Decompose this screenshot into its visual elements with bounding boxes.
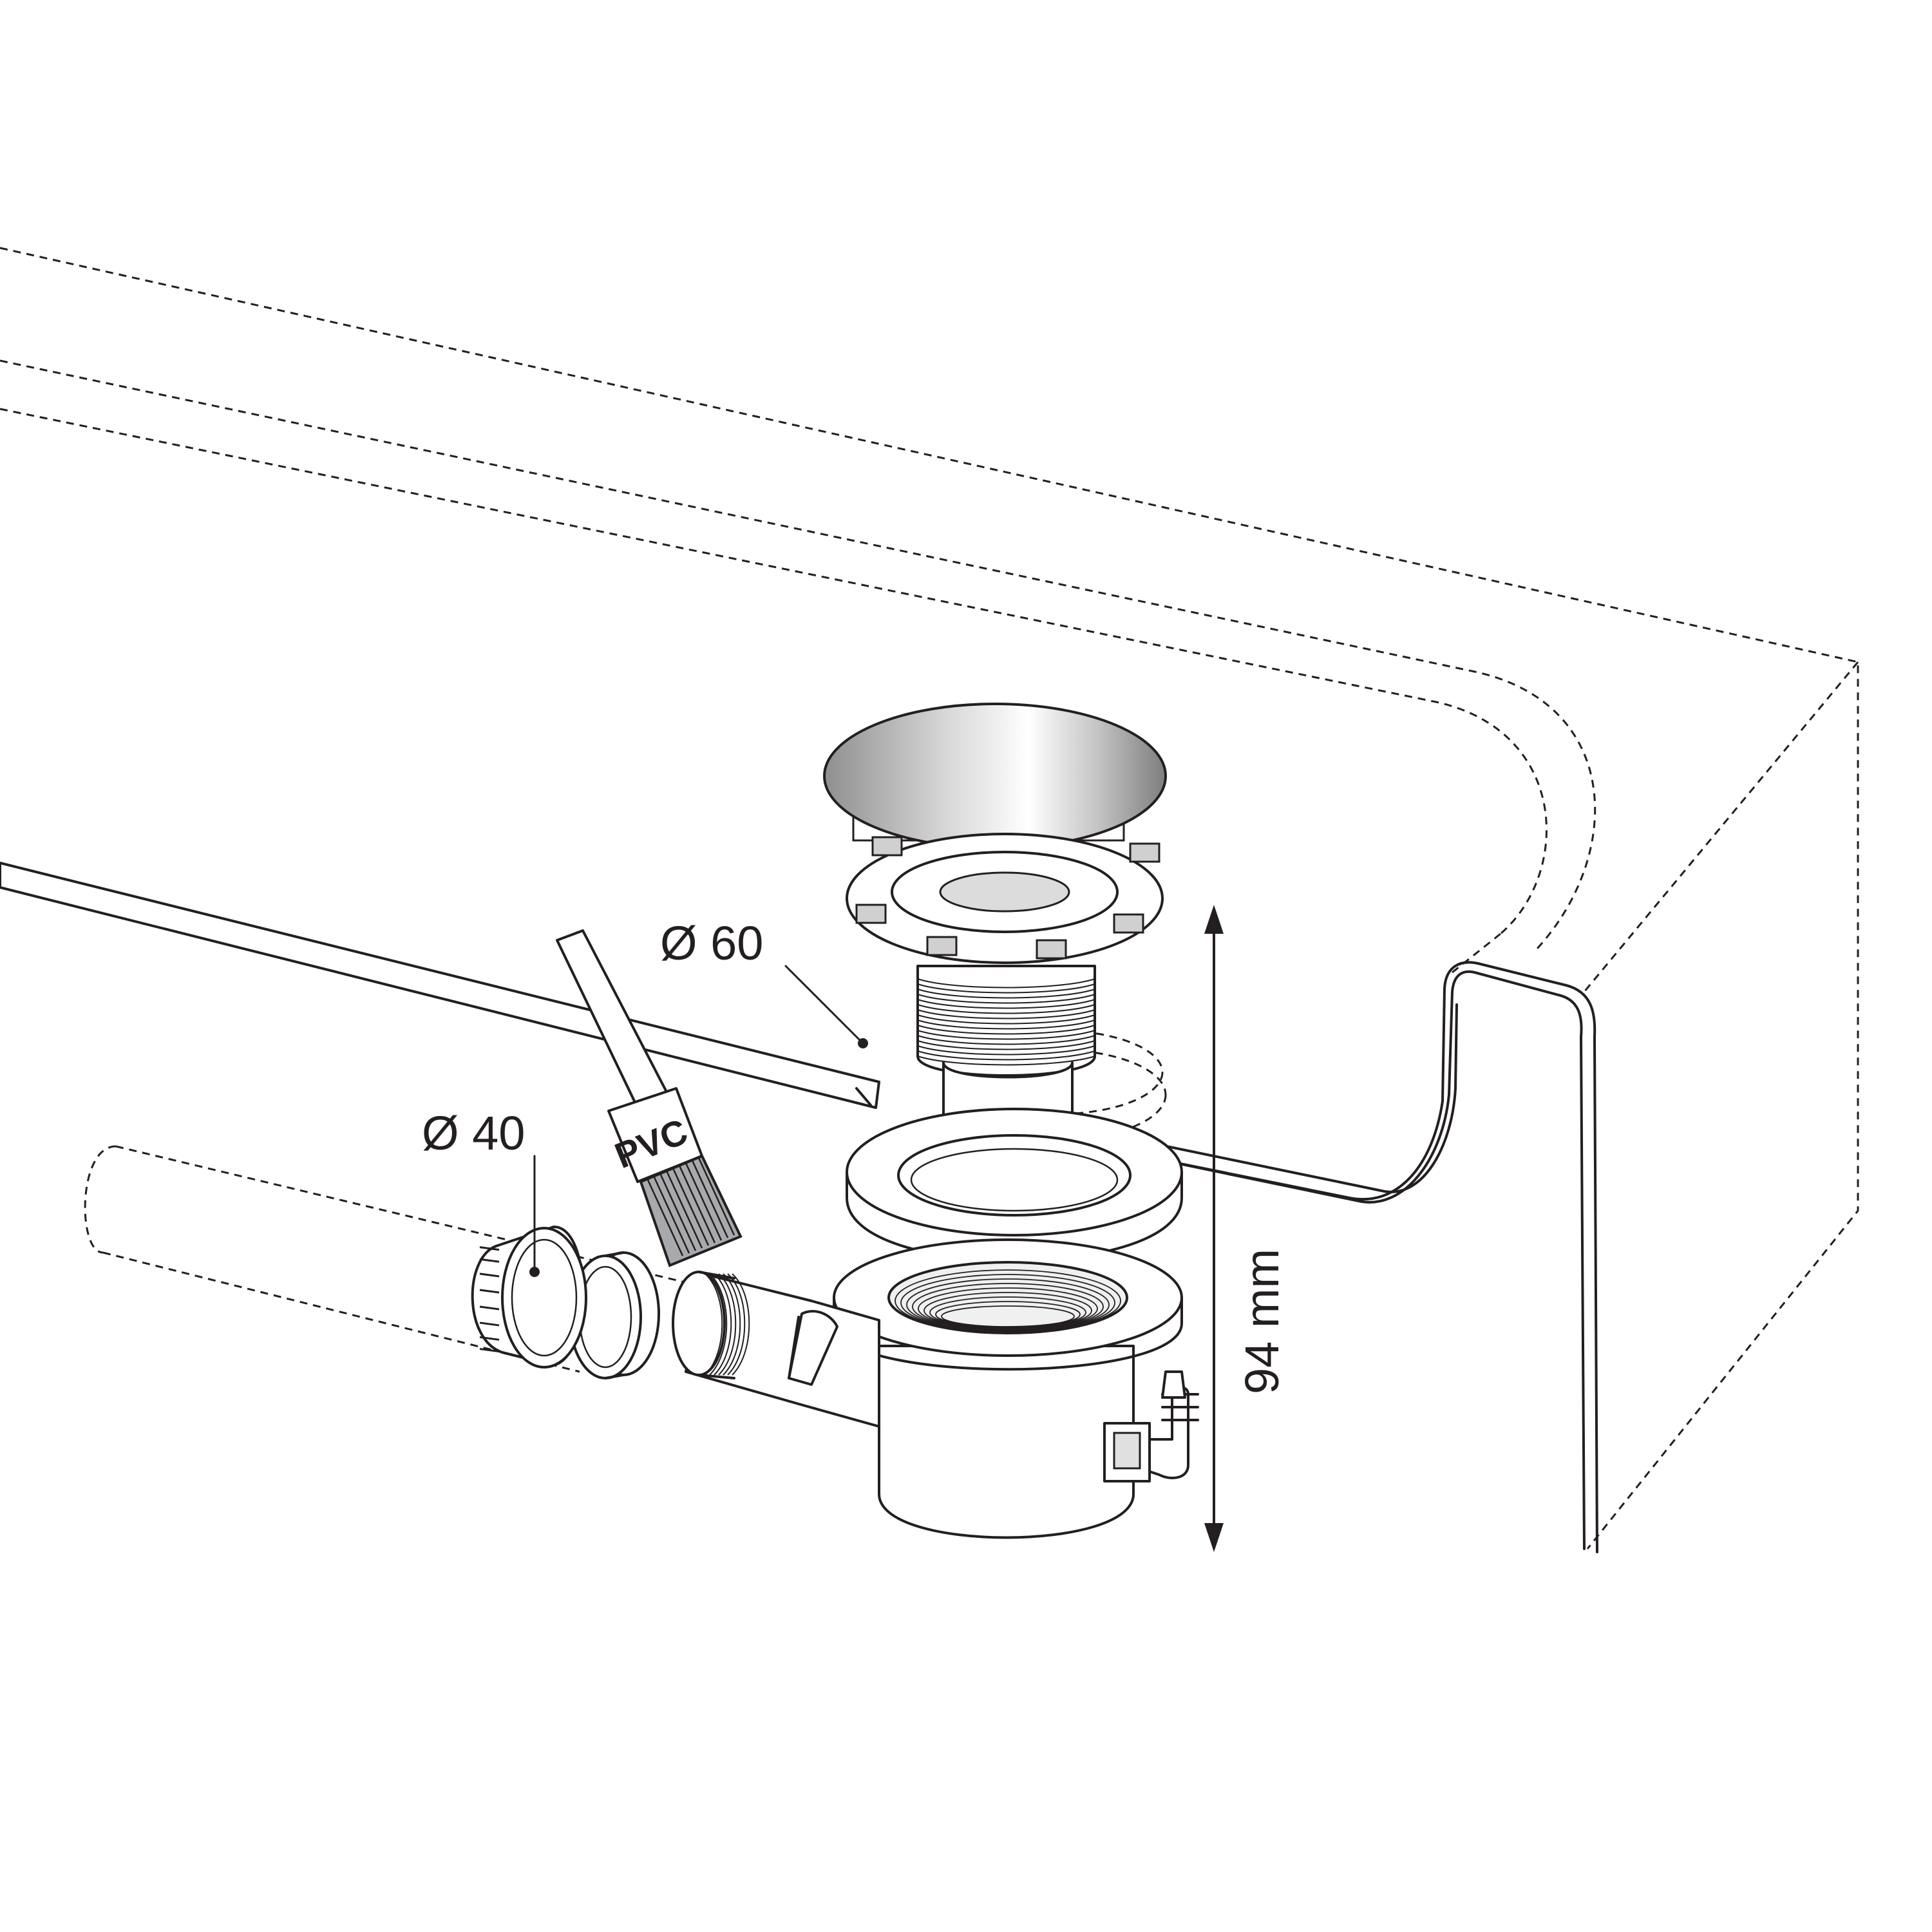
housing-thread [895,1269,1121,1332]
housing-thread [906,1278,1110,1331]
chrome-plug-cap [823,703,1167,849]
sealing-ring [846,1108,1183,1262]
pvc-glue-brush: PVC [556,929,743,1267]
pipe-thread-line [723,1273,741,1376]
pipe-thread-line [727,1273,746,1376]
brush-bristle [646,1178,684,1256]
pipe-thread-line [732,1273,750,1376]
brush-bristle [672,1168,710,1246]
pipe-thread-line [709,1273,728,1376]
pipe-thread-line [714,1273,732,1376]
diameter-40-callout [529,1155,540,1277]
nut-ridge [479,1336,500,1341]
outlet-housing [833,1238,1199,1539]
diameter-40-label: Ø 40 [422,1106,525,1160]
nut-ridge [479,1289,500,1294]
body-thread [917,1019,1095,1030]
housing-thread [923,1292,1092,1329]
reducer-ring [569,1251,660,1379]
body-thread [917,1056,1095,1066]
body-thread [917,999,1095,1009]
nut-ridge [479,1258,500,1263]
housing-thread [941,1305,1075,1327]
body-thread [917,1035,1095,1045]
body-thread [917,1004,1095,1014]
housing-thread [935,1301,1081,1328]
brush-bristle [659,1173,697,1251]
overflow-hose [1103,961,1598,1553]
nut-ridge [479,1273,500,1278]
pipe-nut [471,1226,587,1368]
body-thread [917,1045,1095,1056]
height-dimension [1204,905,1224,1552]
pipe-thread-line [718,1273,737,1376]
brush-bristle [678,1165,716,1244]
nut-ridge [479,1305,500,1311]
nut-ridge [479,1321,500,1327]
body-thread [917,978,1095,989]
diameter-60-label: Ø 60 [660,916,763,970]
body-thread [917,1025,1095,1035]
body-thread [917,1050,1095,1061]
brush-bristle [685,1162,723,1241]
brush-bristle [697,1157,735,1236]
body-thread [917,1030,1095,1040]
brush-bristle [652,1175,690,1254]
body-thread [917,1009,1095,1019]
brush-bristle [665,1170,703,1249]
height-label: 94 mm [1235,1249,1289,1394]
body-thread [917,1040,1095,1050]
overflow-connector [1103,1370,1199,1482]
housing-thread [929,1296,1086,1329]
body-thread [917,994,1095,1004]
housing-thread [900,1274,1115,1332]
countertop-outline [0,247,1859,1549]
outlet-pipe [672,1271,880,1428]
sink-edge [0,862,880,1109]
drain-flange [846,833,1164,964]
body-thread [917,983,1095,994]
flange-clips [855,836,1160,960]
housing-thread [912,1283,1104,1331]
brush-bristle [691,1160,729,1238]
nut-ridge [479,1246,500,1251]
housing-thread [918,1287,1098,1330]
pipe-thread-line [705,1273,723,1376]
pipe-thread [672,1271,750,1379]
body-thread [917,1014,1095,1025]
nut-ridge [479,1348,500,1353]
body-thread [917,989,1095,999]
